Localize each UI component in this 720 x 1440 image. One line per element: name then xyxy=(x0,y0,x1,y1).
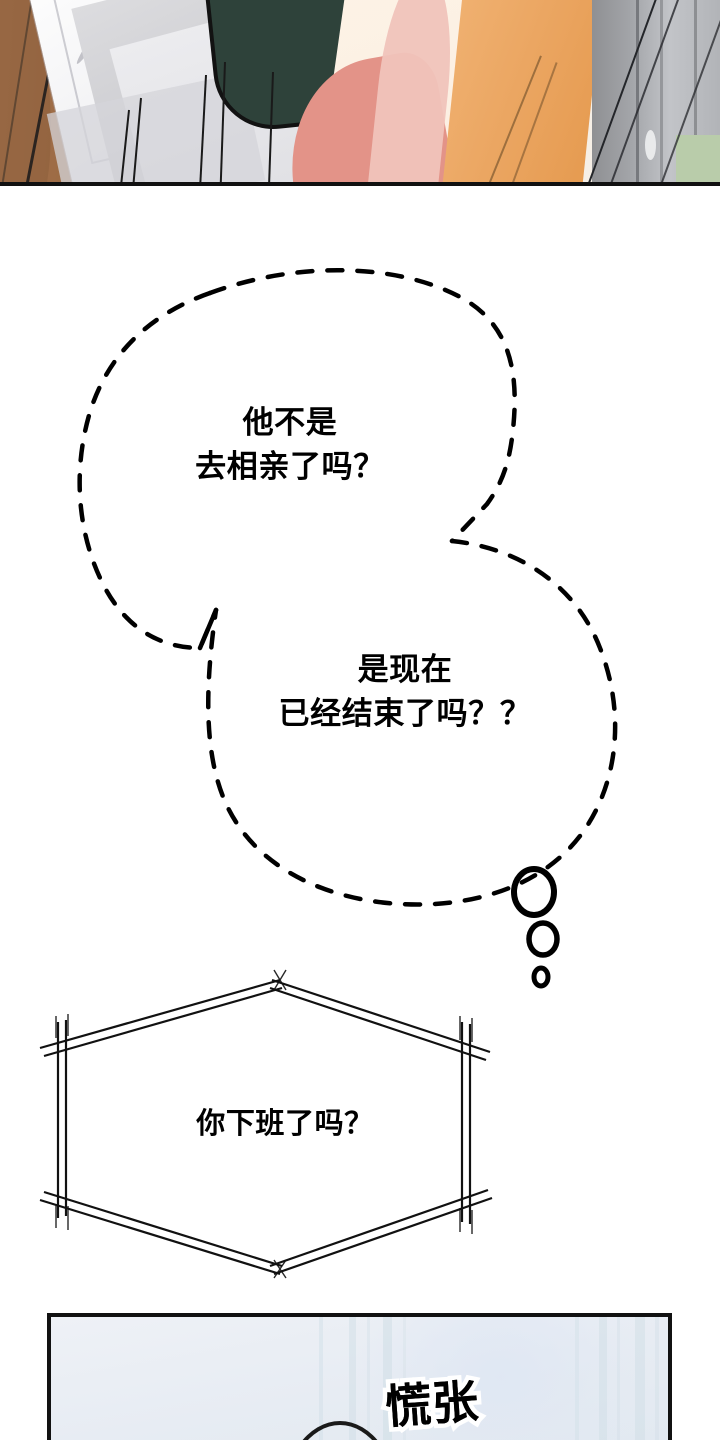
glass-stripe-1 xyxy=(319,1317,323,1440)
glass-stripe-7 xyxy=(599,1317,607,1440)
thought-tail-dot-1 xyxy=(511,866,557,918)
shelf-band-1 xyxy=(636,0,639,182)
hexagon-outline xyxy=(39,969,493,1279)
top-art-panel xyxy=(0,0,720,186)
panic-sfx-fill: 慌张 xyxy=(383,1374,481,1434)
bottom-art-panel xyxy=(47,1313,672,1440)
hexagon-caption-box: 你下班了吗？ xyxy=(30,960,530,1280)
thought-tail-dot-3 xyxy=(531,965,551,989)
thought-bubble: 他不是 去相亲了吗？ 是现在 已经结束了吗？？ xyxy=(0,186,720,1006)
glass-stripe-9 xyxy=(635,1317,645,1440)
thought-bubble-outline xyxy=(77,268,618,989)
glass-stripe-10 xyxy=(655,1317,659,1440)
glass-stripe-6 xyxy=(575,1317,579,1440)
glass-stripe-2 xyxy=(349,1317,356,1440)
shelf-band-2 xyxy=(660,0,663,182)
hexagon-caption-text: 你下班了吗？ xyxy=(196,1108,374,1140)
thought-tail-dot-2 xyxy=(526,920,560,958)
shelf-green-item xyxy=(676,135,720,182)
glass-stripe-8 xyxy=(617,1317,620,1440)
shelf-slot-1 xyxy=(645,130,656,160)
glass-stripe-3 xyxy=(367,1317,370,1440)
glass-stripe-4 xyxy=(383,1317,392,1440)
glass-stripe-5 xyxy=(403,1317,406,1440)
thought-text-lower: 是现在 已经结束了吗？？ xyxy=(278,652,532,732)
thought-text-upper: 他不是 去相亲了吗？ xyxy=(195,405,385,485)
panel-divider xyxy=(0,182,720,186)
